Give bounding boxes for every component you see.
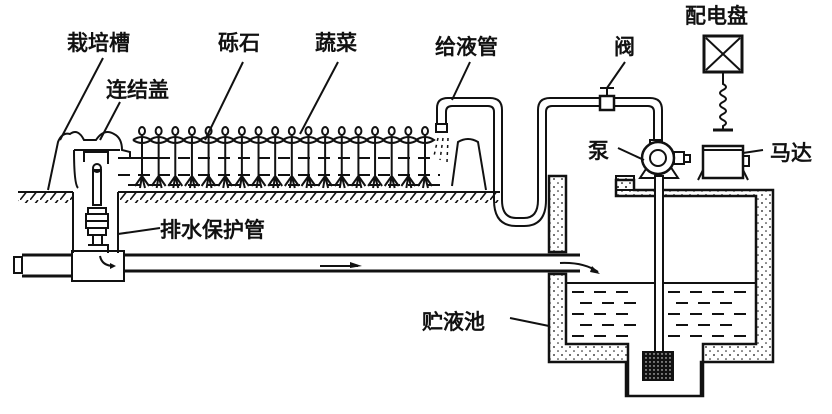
suction-pipe — [654, 175, 664, 353]
label-supply-pipe: 给液管 — [435, 35, 498, 59]
drain-main-pipe — [13, 250, 600, 282]
drain-shaft — [72, 192, 119, 253]
label-vegetables: 蔬菜 — [315, 31, 357, 55]
distribution-panel — [702, 34, 744, 132]
label-distribution-panel: 配电盘 — [685, 4, 748, 28]
leader-lines — [59, 57, 764, 327]
supply-pipe — [435, 97, 663, 227]
connecting-cover — [73, 149, 120, 189]
motor — [697, 144, 750, 181]
label-connecting-cover: 连结盖 — [106, 78, 169, 102]
label-drain-protection-pipe: 排水保护管 — [160, 218, 265, 242]
label-gravel: 砾石 — [218, 31, 260, 55]
ground — [18, 191, 500, 203]
tank-liquid — [572, 291, 746, 337]
trough-end-wall — [451, 138, 487, 191]
plant — [398, 126, 420, 189]
outlet-arrow — [559, 261, 600, 274]
cultivation-trough — [47, 131, 160, 191]
flow-arrow — [320, 262, 362, 268]
drain-protection-pipe — [85, 163, 109, 253]
label-pump: 泵 — [588, 139, 609, 163]
nutrient-tank — [547, 174, 775, 398]
label-nutrient-tank: 贮液池 — [421, 310, 485, 334]
label-motor: 马达 — [770, 141, 812, 165]
plant — [365, 126, 386, 189]
vegetables — [132, 126, 436, 189]
plant — [415, 126, 436, 189]
label-cultivation-trough: 栽培槽 — [67, 31, 130, 55]
valve — [598, 87, 616, 112]
trough-solution — [118, 157, 440, 186]
label-valve: 阀 — [614, 35, 635, 59]
spray-drops — [433, 137, 449, 163]
pump — [638, 139, 691, 179]
